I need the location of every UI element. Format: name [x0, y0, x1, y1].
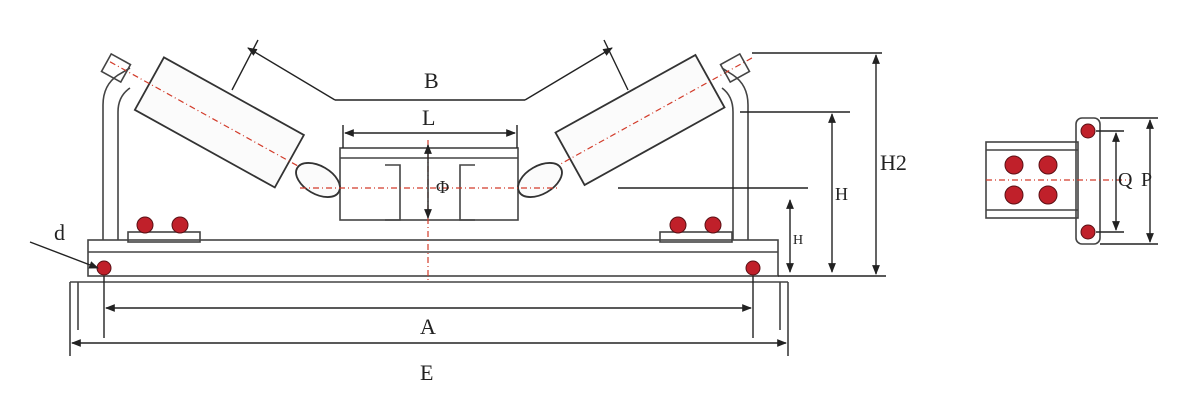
label-q: Q [1118, 169, 1133, 191]
dimension-h [740, 111, 850, 273]
dimension-a [103, 276, 754, 338]
right-end-nut [719, 52, 751, 84]
base-frame [69, 239, 789, 330]
side-bolts [1004, 123, 1096, 240]
left-bracket [102, 67, 131, 240]
left-link [295, 162, 341, 198]
right-link [517, 162, 563, 198]
dimension-q [1096, 130, 1124, 233]
front-view: B L Φ H H H2 d A E [29, 39, 907, 385]
left-end-nut [100, 52, 132, 84]
label-h: H [835, 184, 848, 204]
side-view: Q P [985, 117, 1158, 245]
right-roll [530, 53, 754, 187]
label-d: d [54, 220, 65, 245]
dimension-h2 [752, 52, 886, 277]
base-bolts [96, 216, 761, 276]
label-l: L [422, 105, 435, 130]
label-p: P [1141, 169, 1152, 191]
label-phi: Φ [436, 177, 449, 197]
dimension-b [231, 39, 629, 101]
label-h-small: H [793, 233, 803, 248]
label-b: B [424, 68, 439, 93]
left-roll [109, 56, 325, 189]
label-a: A [420, 314, 436, 339]
side-plate [1075, 117, 1101, 245]
dimension-e [69, 330, 789, 356]
center-bracket [339, 147, 519, 221]
dimension-p [1100, 117, 1158, 245]
label-e: E [420, 360, 433, 385]
dimension-l [342, 125, 518, 148]
label-h2: H2 [880, 150, 907, 175]
dimension-d-leader [29, 241, 99, 269]
right-bracket [721, 67, 749, 240]
